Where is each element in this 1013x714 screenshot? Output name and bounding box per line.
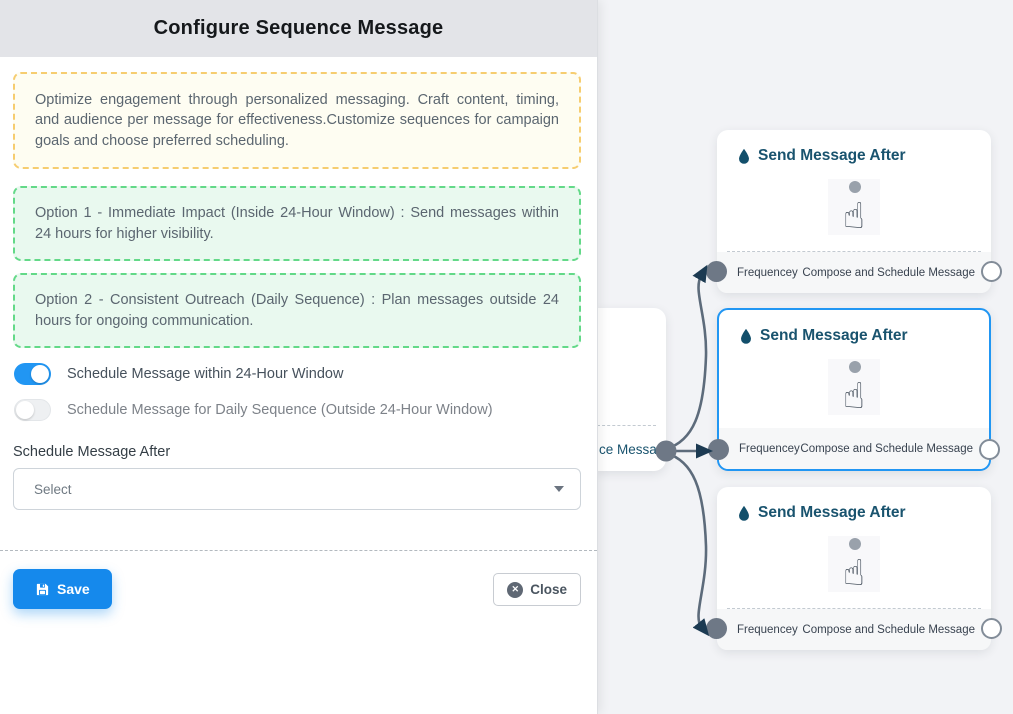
save-button-label: Save xyxy=(57,581,90,597)
option1-note-box: Option 1 - Immediate Impact (Inside 24-H… xyxy=(13,186,581,261)
close-button[interactable]: ✕ Close xyxy=(493,573,581,606)
tap-dot-icon xyxy=(849,538,861,550)
edge-to-card-3 xyxy=(664,451,710,637)
flow-card-send-message-after-1[interactable]: Send Message After ☝ Frequencey Compose … xyxy=(706,130,1002,293)
schedule-after-label: Schedule Message After xyxy=(13,444,171,460)
source-node-label: ce Message xyxy=(599,442,672,457)
schedule-after-select[interactable]: Select xyxy=(13,468,581,510)
card-title: Send Message After xyxy=(760,327,908,344)
card-divider xyxy=(727,251,981,252)
tap-icon-box: ☝ xyxy=(828,359,880,415)
compose-schedule-label: Compose and Schedule Message xyxy=(800,442,973,455)
output-handle[interactable] xyxy=(981,618,1002,639)
info-note-text: Optimize engagement through personalized… xyxy=(35,92,559,149)
output-handle[interactable] xyxy=(979,439,1000,460)
flow-canvas: ce Message Send Message After xyxy=(597,0,1013,714)
option2-note-text: Option 2 - Consistent Outreach (Daily Se… xyxy=(35,292,559,329)
droplet-icon xyxy=(741,328,751,344)
card-title: Send Message After xyxy=(758,504,906,521)
option1-note-text: Option 1 - Immediate Impact (Inside 24-H… xyxy=(35,205,559,242)
card-title-row: Send Message After xyxy=(719,310,989,345)
modal-header: Configure Sequence Message xyxy=(0,0,597,57)
droplet-icon xyxy=(739,505,749,521)
card-divider xyxy=(597,425,656,426)
toggle-knob xyxy=(31,365,49,383)
tap-icon-box: ☝ xyxy=(828,179,880,235)
toggle-daily-label: Schedule Message for Daily Sequence (Out… xyxy=(67,402,493,418)
droplet-icon xyxy=(739,148,749,164)
toggle-row-daily: Schedule Message for Daily Sequence (Out… xyxy=(14,399,581,421)
frequency-label: Frequencey xyxy=(739,442,800,455)
source-node-card[interactable]: ce Message xyxy=(597,308,672,471)
card-footer: Frequencey Compose and Schedule Message xyxy=(717,252,991,293)
card-title-row: Send Message After xyxy=(717,487,991,522)
toggle-24h-label: Schedule Message within 24-Hour Window xyxy=(67,366,344,382)
page-title: Configure Sequence Message xyxy=(153,17,444,39)
info-note-box: Optimize engagement through personalized… xyxy=(13,72,581,169)
configure-sequence-modal: Configure Sequence Message Optimize enga… xyxy=(0,0,598,714)
tap-dot-icon xyxy=(849,361,861,373)
input-handle[interactable] xyxy=(706,618,727,639)
tap-icon-box: ☝ xyxy=(828,536,880,592)
option2-note-box: Option 2 - Consistent Outreach (Daily Se… xyxy=(13,273,581,348)
modal-actions: Save ✕ Close xyxy=(13,569,581,609)
frequency-label: Frequencey xyxy=(737,623,798,636)
flow-card-send-message-after-2[interactable]: Send Message After ☝ Frequencey Compose … xyxy=(708,308,1000,471)
toggle-knob xyxy=(16,401,34,419)
select-value: Select xyxy=(34,481,72,497)
save-button[interactable]: Save xyxy=(13,569,112,609)
input-handle[interactable] xyxy=(706,261,727,282)
save-icon xyxy=(36,583,49,595)
toggle-row-24h: Schedule Message within 24-Hour Window xyxy=(14,363,581,385)
card-title: Send Message After xyxy=(758,147,906,164)
edge-to-card-1 xyxy=(664,264,708,451)
flow-card-send-message-after-3[interactable]: Send Message After ☝ Frequencey Compose … xyxy=(706,487,1002,650)
chevron-down-icon xyxy=(554,486,564,492)
hand-pointer-icon: ☝ xyxy=(843,196,865,237)
toggle-24h-window[interactable] xyxy=(14,363,51,385)
hand-pointer-icon: ☝ xyxy=(843,553,865,594)
output-handle[interactable] xyxy=(981,261,1002,282)
frequency-label: Frequencey xyxy=(737,266,798,279)
footer-divider xyxy=(0,550,597,551)
hand-pointer-icon: ☝ xyxy=(843,376,865,417)
compose-schedule-label: Compose and Schedule Message xyxy=(802,266,975,279)
close-button-label: Close xyxy=(530,582,567,597)
tap-dot-icon xyxy=(849,181,861,193)
toggle-daily-sequence[interactable] xyxy=(14,399,51,421)
card-footer: Frequencey Compose and Schedule Message xyxy=(717,609,991,650)
card-divider xyxy=(727,608,981,609)
card-footer: Frequencey Compose and Schedule Message xyxy=(719,428,989,469)
close-icon: ✕ xyxy=(507,581,524,598)
input-handle[interactable] xyxy=(708,439,729,460)
card-title-row: Send Message After xyxy=(717,130,991,165)
compose-schedule-label: Compose and Schedule Message xyxy=(802,623,975,636)
